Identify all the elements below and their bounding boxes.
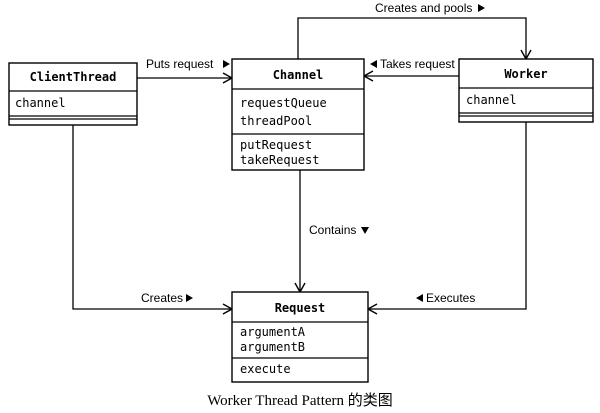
channel-attr-thread-pool: threadPool <box>240 114 312 128</box>
triangle-right-icon <box>478 4 485 12</box>
label-creates: Creates <box>141 291 193 305</box>
class-channel: Channel requestQueue threadPool putReque… <box>231 58 365 171</box>
creates-line <box>72 124 234 315</box>
channel-op-take-request: takeRequest <box>240 153 319 167</box>
client-thread-name: ClientThread <box>30 70 117 84</box>
triangle-down-icon <box>361 227 369 234</box>
triangle-left-icon <box>370 60 377 68</box>
triangle-left-icon <box>416 294 423 302</box>
label-executes: Executes <box>416 291 475 305</box>
request-attr-argument-b: argumentB <box>240 340 305 354</box>
creates-and-pools-line <box>298 17 526 59</box>
worker-name: Worker <box>504 67 547 81</box>
svg-text:Creates and pools: Creates and pools <box>375 1 472 15</box>
class-worker: Worker channel <box>458 58 594 123</box>
class-request: Request argumentA argumentB execute <box>231 291 369 383</box>
svg-text:Takes request: Takes request <box>380 57 455 71</box>
request-attr-argument-a: argumentA <box>240 325 306 339</box>
channel-attr-request-queue: requestQueue <box>240 96 327 110</box>
channel-op-put-request: putRequest <box>240 138 312 152</box>
label-takes-request: Takes request <box>370 57 455 71</box>
svg-text:Creates: Creates <box>141 291 183 305</box>
request-op-execute: execute <box>240 362 291 376</box>
worker-attr-channel: channel <box>466 93 517 107</box>
triangle-right-icon <box>223 60 230 68</box>
request-name: Request <box>275 301 326 315</box>
client-thread-attr-channel: channel <box>15 96 66 110</box>
svg-text:Contains: Contains <box>309 223 356 237</box>
label-contains: Contains <box>309 223 369 237</box>
channel-name: Channel <box>273 68 324 82</box>
svg-text:Puts request: Puts request <box>146 57 214 71</box>
class-client-thread: ClientThread channel <box>8 62 138 126</box>
triangle-right-icon <box>186 294 193 302</box>
diagram-caption: Worker Thread Pattern 的类图 <box>207 392 393 409</box>
label-creates-and-pools: Creates and pools <box>375 1 485 15</box>
label-puts-request: Puts request <box>146 57 230 71</box>
executes-line <box>366 122 527 315</box>
svg-text:Executes: Executes <box>426 291 475 305</box>
